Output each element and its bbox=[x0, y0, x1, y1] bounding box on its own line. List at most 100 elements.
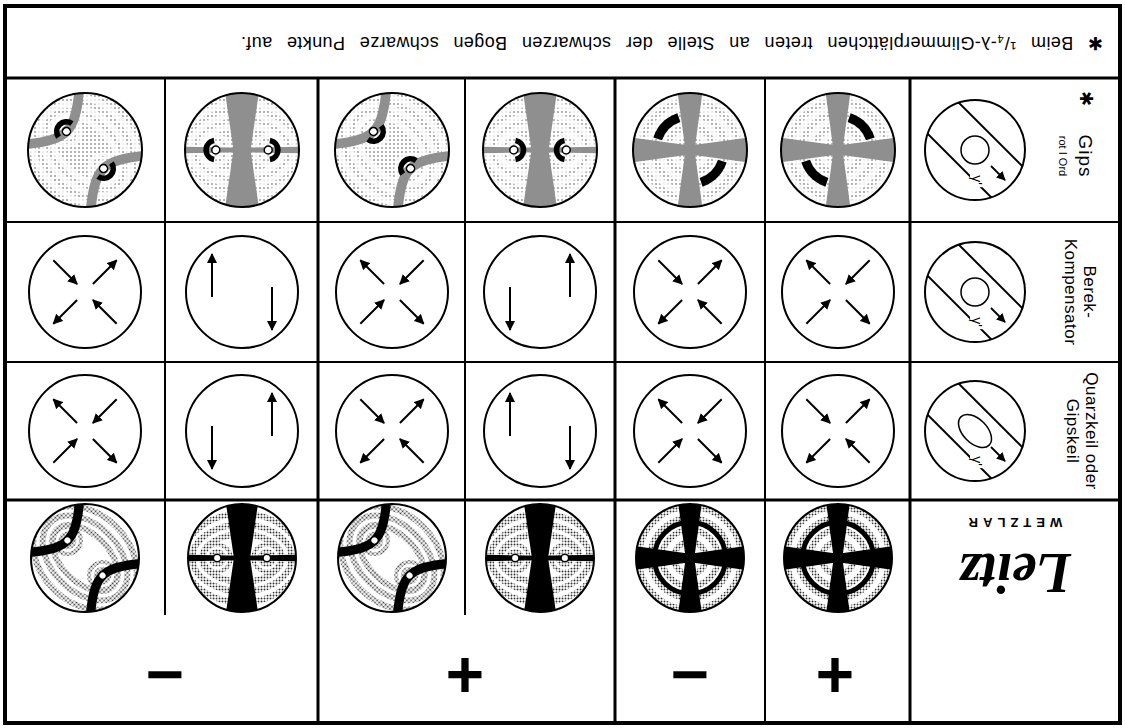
figure-content bbox=[183, 499, 302, 618]
retardation-arc bbox=[515, 138, 526, 163]
axis-label: γ' bbox=[970, 454, 984, 468]
retardation-arc bbox=[653, 113, 680, 140]
field-circle bbox=[925, 381, 1025, 481]
figure-content bbox=[631, 499, 750, 618]
movement-arrow bbox=[806, 300, 830, 324]
melatope bbox=[264, 146, 272, 154]
figure-content bbox=[0, 42, 193, 258]
isogyre-arm bbox=[677, 87, 703, 150]
crystal-section bbox=[961, 278, 989, 306]
movement-arrow bbox=[360, 399, 384, 423]
biaxial-figure bbox=[284, 42, 500, 258]
figure-outline bbox=[336, 236, 448, 348]
isogyre-band bbox=[522, 150, 557, 213]
figure-outline bbox=[782, 375, 894, 487]
figure-outline bbox=[484, 375, 596, 487]
figure-outline bbox=[634, 375, 746, 487]
melatope bbox=[369, 535, 380, 546]
compensation-diagram bbox=[634, 375, 746, 487]
isogyre-band bbox=[225, 558, 258, 617]
interference-figure bbox=[477, 87, 602, 212]
figure-outline bbox=[29, 375, 141, 487]
compensation-diagram bbox=[186, 375, 298, 487]
interference-figure bbox=[779, 499, 898, 618]
retardation-arc bbox=[49, 114, 74, 139]
figure-content bbox=[627, 87, 752, 212]
isogyre-arm bbox=[690, 137, 753, 163]
movement-arrow bbox=[53, 439, 77, 463]
retardation-arc bbox=[366, 124, 391, 149]
movement-arrow bbox=[271, 287, 273, 330]
melatope bbox=[368, 126, 379, 137]
figure-outline bbox=[29, 236, 141, 348]
isogyre-band bbox=[224, 87, 259, 150]
isochrome-ring bbox=[23, 88, 147, 212]
column-rule bbox=[317, 78, 320, 723]
plate-band bbox=[899, 216, 1050, 367]
gamma-arrow bbox=[991, 447, 1005, 461]
movement-arrow bbox=[509, 393, 511, 436]
isogyre-arm bbox=[826, 558, 851, 617]
figure-outline bbox=[185, 93, 299, 207]
melatope bbox=[561, 554, 569, 562]
table-grid bbox=[5, 6, 1120, 723]
movement-arrow bbox=[93, 300, 117, 324]
isogyre-band bbox=[242, 555, 301, 561]
plate-edge bbox=[931, 74, 1051, 194]
melatope bbox=[511, 554, 519, 562]
movement-arrow bbox=[698, 439, 722, 463]
movement-arrow bbox=[400, 439, 424, 463]
compensation-diagram bbox=[484, 375, 596, 487]
row-heading: Berek- Kompensator bbox=[1060, 228, 1097, 356]
plate-edge bbox=[899, 106, 1019, 226]
figure-content bbox=[179, 87, 304, 212]
figure-outline bbox=[486, 504, 594, 612]
figure-outline bbox=[336, 375, 448, 487]
movement-arrow bbox=[271, 393, 273, 436]
movement-arrow bbox=[360, 300, 384, 324]
movement-arrow bbox=[360, 439, 384, 463]
melatope bbox=[263, 554, 271, 562]
figure-outline bbox=[782, 236, 894, 348]
melatope bbox=[510, 146, 518, 154]
melatope bbox=[62, 535, 73, 546]
isochrome-ring bbox=[12, 485, 157, 630]
movement-arrow bbox=[360, 260, 384, 284]
figure-content bbox=[779, 499, 898, 618]
movement-arrow bbox=[53, 399, 77, 423]
isochrome-ring bbox=[333, 499, 451, 617]
isogyre-band bbox=[183, 555, 242, 561]
column-rule bbox=[909, 78, 912, 723]
plate-edge bbox=[899, 387, 1019, 507]
movement-arrow bbox=[509, 287, 511, 330]
biaxial-figure bbox=[179, 87, 304, 212]
figure-outline bbox=[484, 236, 596, 348]
figure-outline bbox=[335, 93, 449, 207]
brand-logo: Leitz bbox=[959, 541, 1071, 603]
figure-outline bbox=[188, 504, 296, 612]
movement-arrow bbox=[569, 426, 571, 469]
isochrome-ring bbox=[390, 556, 428, 594]
isogyre-arm bbox=[690, 546, 749, 571]
isogyre-arm bbox=[775, 137, 838, 163]
movement-arrow bbox=[846, 399, 870, 423]
melatope bbox=[404, 570, 415, 581]
retardation-arc bbox=[554, 138, 565, 163]
retardation-arc bbox=[848, 113, 875, 140]
melatope bbox=[213, 554, 221, 562]
sign-label: − bbox=[146, 640, 185, 713]
movement-arrow bbox=[806, 260, 830, 284]
column-rule bbox=[614, 78, 617, 723]
interference-figure bbox=[631, 499, 750, 618]
melatope bbox=[405, 163, 416, 174]
plate-edge bbox=[899, 248, 1019, 368]
melatope bbox=[212, 146, 220, 154]
movement-arrow bbox=[658, 439, 682, 463]
isogyre-arm bbox=[838, 137, 901, 163]
compensation-diagram bbox=[484, 236, 596, 348]
compensation-diagram bbox=[186, 236, 298, 348]
melatope bbox=[97, 570, 108, 581]
isochrome-ring bbox=[83, 148, 123, 188]
isogyre-arm bbox=[825, 87, 851, 150]
